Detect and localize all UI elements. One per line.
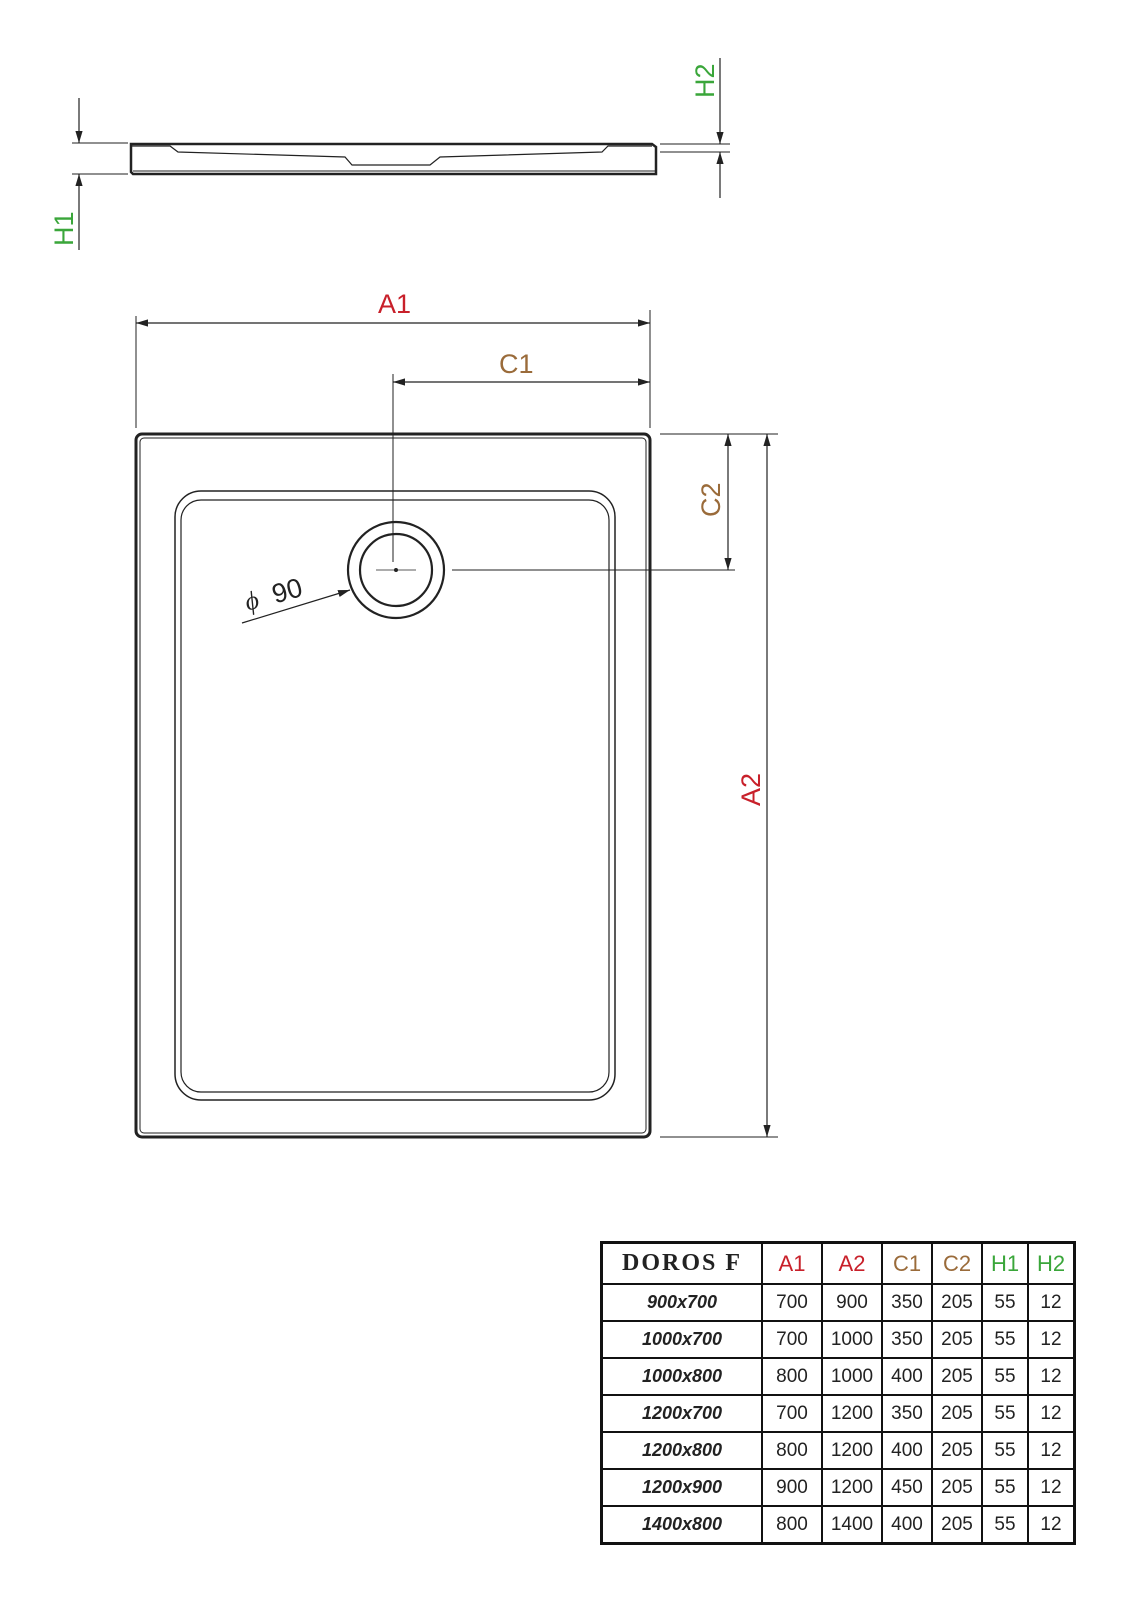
row-model: 1400x800 [600, 1505, 763, 1545]
cell-h2: 12 [1027, 1505, 1076, 1545]
row-model: 1200x900 [600, 1468, 763, 1507]
cell-a1: 700 [761, 1320, 823, 1359]
cell-c2: 205 [931, 1320, 983, 1359]
cell-a2: 1200 [821, 1394, 883, 1433]
cell-h1: 55 [981, 1468, 1029, 1507]
cell-a2: 1000 [821, 1357, 883, 1396]
dimensions-table: DOROS F A1 A2 C1 C2 H1 H2 900x700 700 90… [600, 1241, 1076, 1545]
tray-basin-inner [180, 499, 610, 1093]
cell-h2: 12 [1027, 1394, 1076, 1433]
cell-c2: 205 [931, 1505, 983, 1545]
cell-h1: 55 [981, 1357, 1029, 1396]
cell-c1: 350 [881, 1283, 933, 1322]
side-profile-view [72, 58, 730, 250]
row-model: 1000x800 [600, 1357, 763, 1396]
cell-h2: 12 [1027, 1431, 1076, 1470]
tray-basin-outer [174, 490, 616, 1101]
c1-label: C1 [499, 349, 534, 379]
cell-c2: 205 [931, 1431, 983, 1470]
cell-h1: 55 [981, 1320, 1029, 1359]
header-h2: H2 [1027, 1241, 1076, 1285]
row-model: 1000x700 [600, 1320, 763, 1359]
cell-a1: 800 [761, 1357, 823, 1396]
cell-a2: 1000 [821, 1320, 883, 1359]
top-view [134, 310, 778, 1139]
c2-label: C2 [696, 482, 726, 517]
drain-inner-ring [358, 532, 434, 608]
cell-a2: 900 [821, 1283, 883, 1322]
cell-a2: 1200 [821, 1468, 883, 1507]
cell-h1: 55 [981, 1283, 1029, 1322]
cell-h1: 55 [981, 1505, 1029, 1545]
cell-h2: 12 [1027, 1468, 1076, 1507]
table-header-row: DOROS F A1 A2 C1 C2 H1 H2 [600, 1241, 1076, 1285]
cell-c2: 205 [931, 1357, 983, 1396]
tray-profile-inner-line [131, 145, 652, 166]
table-row: 1200x700 700 1200 350 205 55 12 [600, 1394, 1076, 1433]
header-c1: C1 [881, 1241, 933, 1285]
table-row: 900x700 700 900 350 205 55 12 [600, 1283, 1076, 1322]
tray-profile-outline [129, 142, 658, 176]
table-row: 1400x800 800 1400 400 205 55 12 [600, 1505, 1076, 1545]
header-c2: C2 [931, 1241, 983, 1285]
cell-h2: 12 [1027, 1320, 1076, 1359]
a1-label: A1 [378, 289, 411, 319]
table-row: 1200x900 900 1200 450 205 55 12 [600, 1468, 1076, 1507]
cell-c1: 350 [881, 1320, 933, 1359]
cell-a2: 1200 [821, 1431, 883, 1470]
cell-h1: 55 [981, 1431, 1029, 1470]
cell-c1: 400 [881, 1431, 933, 1470]
cell-c1: 450 [881, 1468, 933, 1507]
table-row: 1200x800 800 1200 400 205 55 12 [600, 1431, 1076, 1470]
a2-label: A2 [736, 773, 766, 806]
cell-a1: 800 [761, 1505, 823, 1545]
row-model: 900x700 [600, 1283, 763, 1322]
cell-c1: 400 [881, 1505, 933, 1545]
cell-c2: 205 [931, 1394, 983, 1433]
cell-c1: 400 [881, 1357, 933, 1396]
cell-h2: 12 [1027, 1283, 1076, 1322]
h1-label: H1 [49, 211, 79, 246]
cell-a1: 900 [761, 1468, 823, 1507]
header-a2: A2 [821, 1241, 883, 1285]
table-row: 1000x700 700 1000 350 205 55 12 [600, 1320, 1076, 1359]
cell-h2: 12 [1027, 1357, 1076, 1396]
table-row: 1000x800 800 1000 400 205 55 12 [600, 1357, 1076, 1396]
header-a1: A1 [761, 1241, 823, 1285]
h2-label: H2 [690, 63, 720, 98]
cell-c2: 205 [931, 1468, 983, 1507]
cell-a1: 700 [761, 1283, 823, 1322]
cell-a2: 1400 [821, 1505, 883, 1545]
cell-a1: 700 [761, 1394, 823, 1433]
cell-c1: 350 [881, 1394, 933, 1433]
table-model-header: DOROS F [600, 1241, 763, 1285]
row-model: 1200x700 [600, 1394, 763, 1433]
cell-h1: 55 [981, 1394, 1029, 1433]
cell-c2: 205 [931, 1283, 983, 1322]
diameter-leader [241, 589, 351, 624]
row-model: 1200x800 [600, 1431, 763, 1470]
cell-a1: 800 [761, 1431, 823, 1470]
drain-outer-ring [346, 520, 446, 620]
header-h1: H1 [981, 1241, 1029, 1285]
